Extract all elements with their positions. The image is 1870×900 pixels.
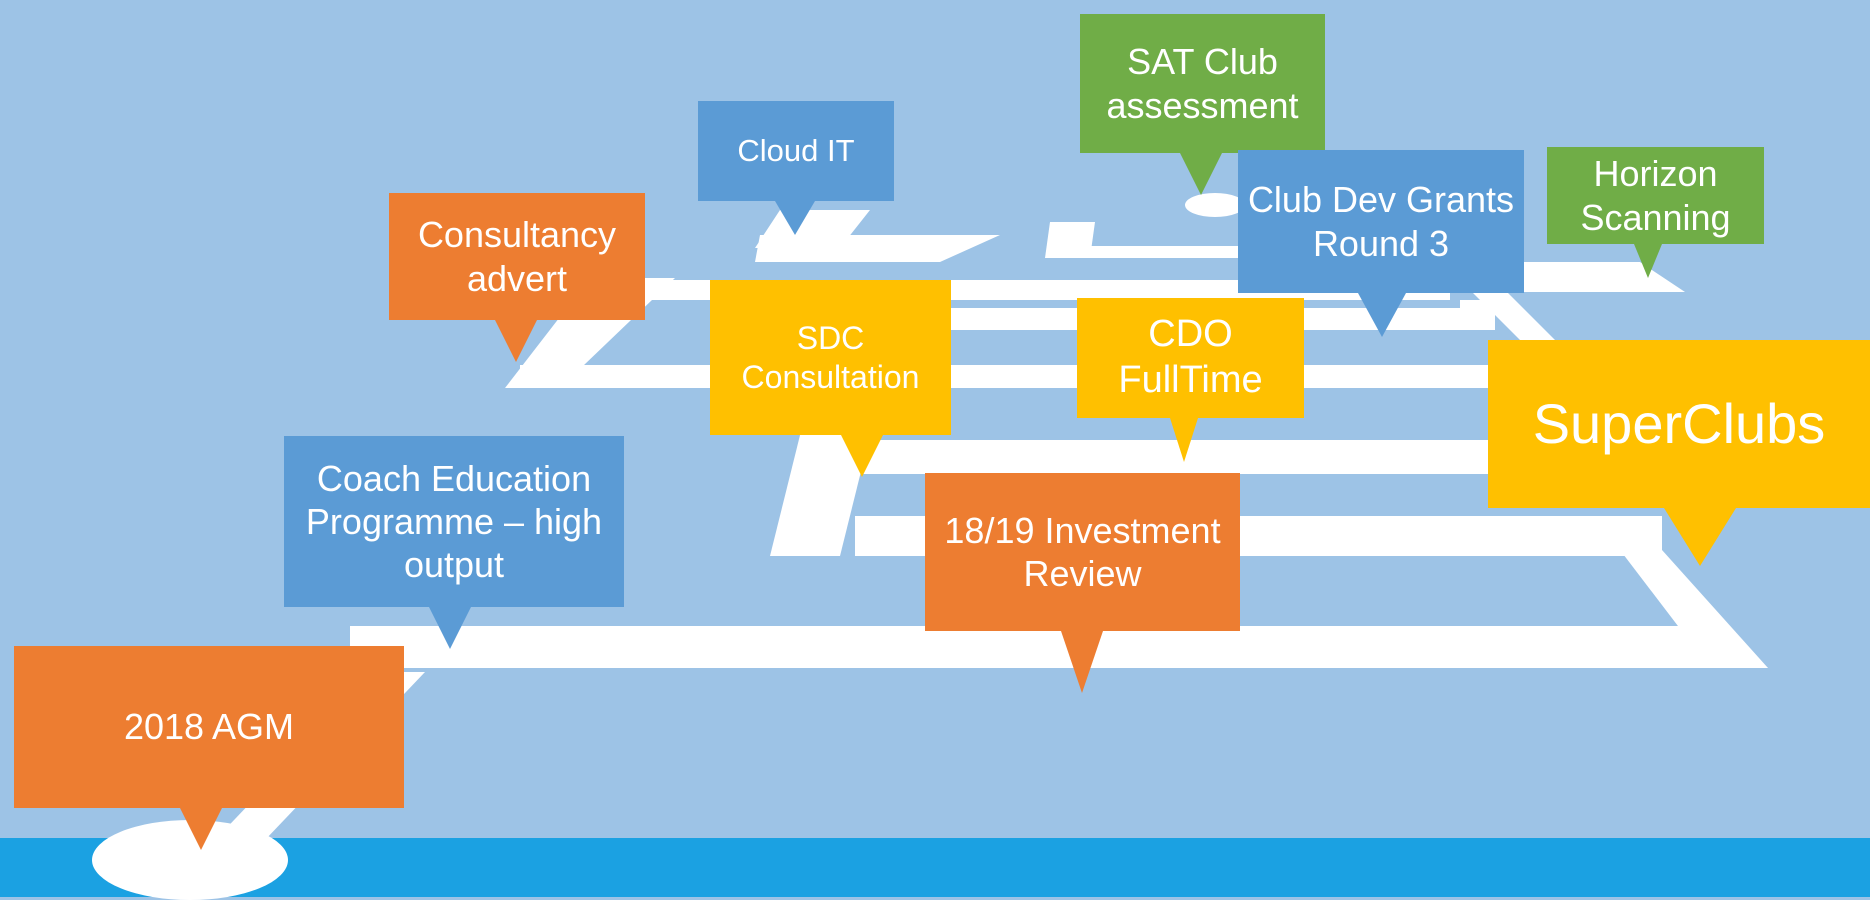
callout-label: 2018 AGM [123,706,295,748]
callout-label: Consultancy advert [417,214,617,299]
callout-club-dev-grants: Club Dev Grants Round 3 [1238,150,1524,337]
callout-2018-agm: 2018 AGM [14,646,404,850]
callout-superclubs: SuperClubs [1488,340,1870,566]
callout-pointer [841,435,883,477]
callout-label: SAT Club assessment [1106,41,1299,126]
callout-label: CDO FullTime [1118,313,1263,401]
callout-sat-club-assessment: SAT Club assessment [1080,14,1325,195]
callout-pointer [775,201,815,235]
callout-cdo-fulltime: CDO FullTime [1077,298,1304,462]
callout-investment-review: 18/19 Investment Review [925,473,1240,693]
callout-label: Club Dev Grants Round 3 [1247,179,1515,264]
callout-label: 18/19 Investment Review [944,509,1221,594]
callout-label: Horizon Scanning [1580,153,1731,238]
callout-label: SDC Consultation [741,320,920,395]
callout-pointer [1634,244,1662,278]
callout-horizon-scanning: Horizon Scanning [1547,147,1764,278]
callout-cloud-it: Cloud IT [698,101,894,235]
callout-pointer [1664,508,1736,566]
callout-pointer [180,808,222,850]
callout-label: Coach Education Programme – high output [305,457,603,586]
callout-pointer [429,607,471,649]
callout-coach-education: Coach Education Programme – high output [284,436,624,649]
bottom-band [0,838,1870,897]
callout-pointer [1180,153,1222,195]
callout-consultancy-advert: Consultancy advert [389,193,645,362]
callout-pointer [1061,631,1103,693]
callout-label: Cloud IT [737,133,855,169]
callout-pointer [1358,293,1406,337]
callout-pointer [1170,418,1198,462]
callout-label: SuperClubs [1532,392,1826,456]
callout-pointer [495,320,537,362]
callout-sdc-consultation: SDC Consultation [710,280,951,477]
